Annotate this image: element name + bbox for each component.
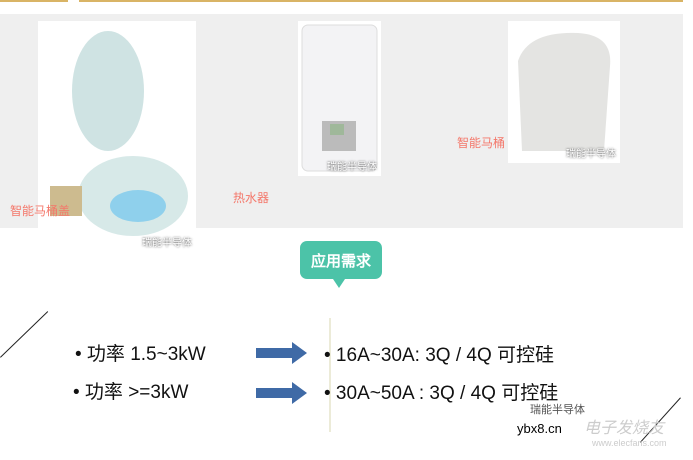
smart-toilet-seat-image: 瑞能半导体	[38, 21, 196, 252]
current-row-2: • 30A~50A : 3Q / 4Q 可控硅	[324, 383, 559, 404]
top-rule	[79, 0, 683, 2]
arrow-right-icon	[256, 382, 307, 404]
power-row-1: • 功率 1.5~3kW	[75, 344, 206, 365]
watermark: 瑞能半导体	[142, 238, 192, 249]
divider	[329, 318, 331, 432]
elecfans-logo: 电子发烧友	[584, 420, 665, 437]
water-heater-image: 瑞能半导体	[298, 21, 381, 176]
elecfans-url: www.elecfans.com	[592, 438, 667, 448]
application-requirements-badge: 应用需求	[300, 241, 382, 288]
product-label: 热水器	[233, 191, 270, 205]
watermark: 瑞能半导体	[566, 149, 616, 160]
watermark: 瑞能半导体	[327, 162, 377, 173]
brand-watermark: 瑞能半导体	[530, 404, 585, 416]
top-rule	[0, 0, 68, 2]
arrow-right-icon	[256, 342, 307, 364]
site-watermark: ybx8.cn	[517, 421, 562, 436]
product-label: 智能马桶	[457, 136, 506, 150]
product-label: 智能马桶盖	[10, 204, 71, 218]
power-row-2: • 功率 >=3kW	[73, 382, 189, 403]
current-row-1: • 16A~30A: 3Q / 4Q 可控硅	[324, 345, 555, 366]
decor-line	[0, 311, 49, 358]
smart-toilet-image: 瑞能半导体	[508, 21, 620, 163]
